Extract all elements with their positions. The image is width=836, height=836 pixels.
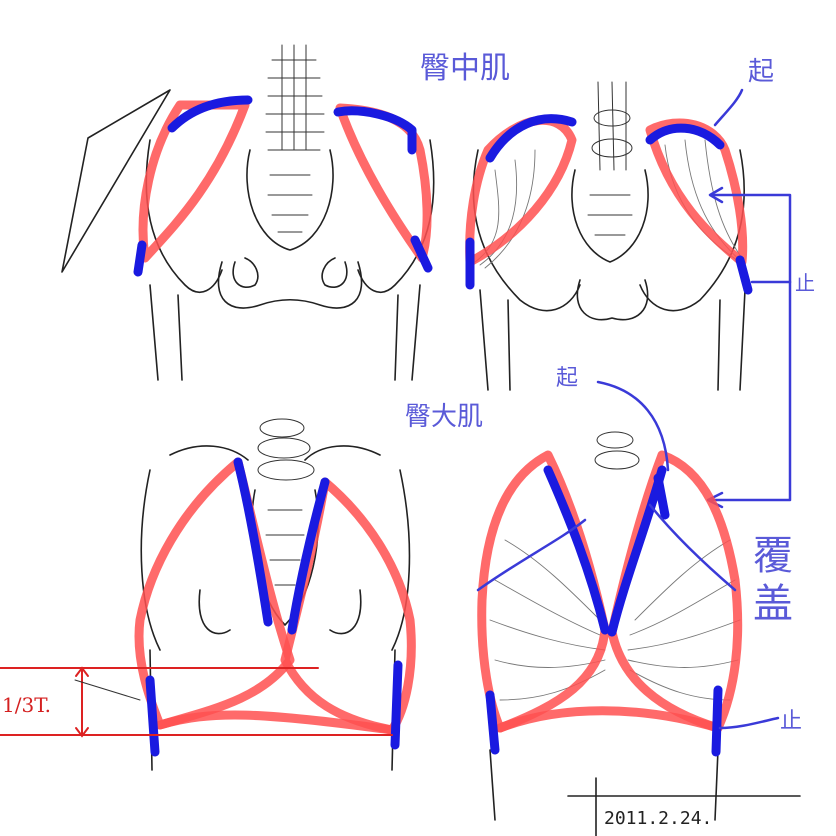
origin-pointer-top bbox=[713, 88, 744, 127]
insertion-bracket bbox=[706, 186, 792, 509]
lumbar-spine-top-left bbox=[265, 44, 325, 151]
covering-label-char: 盖 bbox=[752, 582, 792, 628]
gluteus-maximus-label: 臀大肌 bbox=[405, 402, 483, 432]
date-label: 2011.2.24. bbox=[604, 808, 712, 829]
one-third-measure bbox=[0, 666, 393, 738]
pelvis-top-left bbox=[61, 44, 435, 381]
covering-label: 覆盖 bbox=[752, 534, 792, 628]
insertion-label-bottom: 止 bbox=[780, 709, 802, 734]
gluteus-medius-label: 臀中肌 bbox=[420, 51, 510, 86]
insertion-label-right: 止 bbox=[795, 271, 815, 295]
origin-label-top: 起 bbox=[748, 57, 774, 87]
covering-label-char: 覆 bbox=[752, 534, 792, 580]
origin-label-bottom: 起 bbox=[556, 366, 578, 391]
pelvis-bottom-left: 1/3T. bbox=[0, 418, 416, 771]
covering-label-text: 覆盖 bbox=[752, 534, 792, 628]
pelvis-top-right: 起 止 bbox=[465, 57, 815, 509]
lumbar-spine-bottom-left bbox=[257, 418, 315, 481]
origin-pointer-bottom bbox=[596, 380, 670, 472]
date-signature: 2011.2.24. bbox=[567, 777, 801, 836]
lumbar-spine-top-right bbox=[591, 81, 633, 171]
pelvis-bottom-right: 起 止 bbox=[476, 366, 802, 821]
one-third-label: 1/3T. bbox=[2, 693, 51, 717]
lumbar-spine-bottom-right bbox=[594, 431, 640, 470]
